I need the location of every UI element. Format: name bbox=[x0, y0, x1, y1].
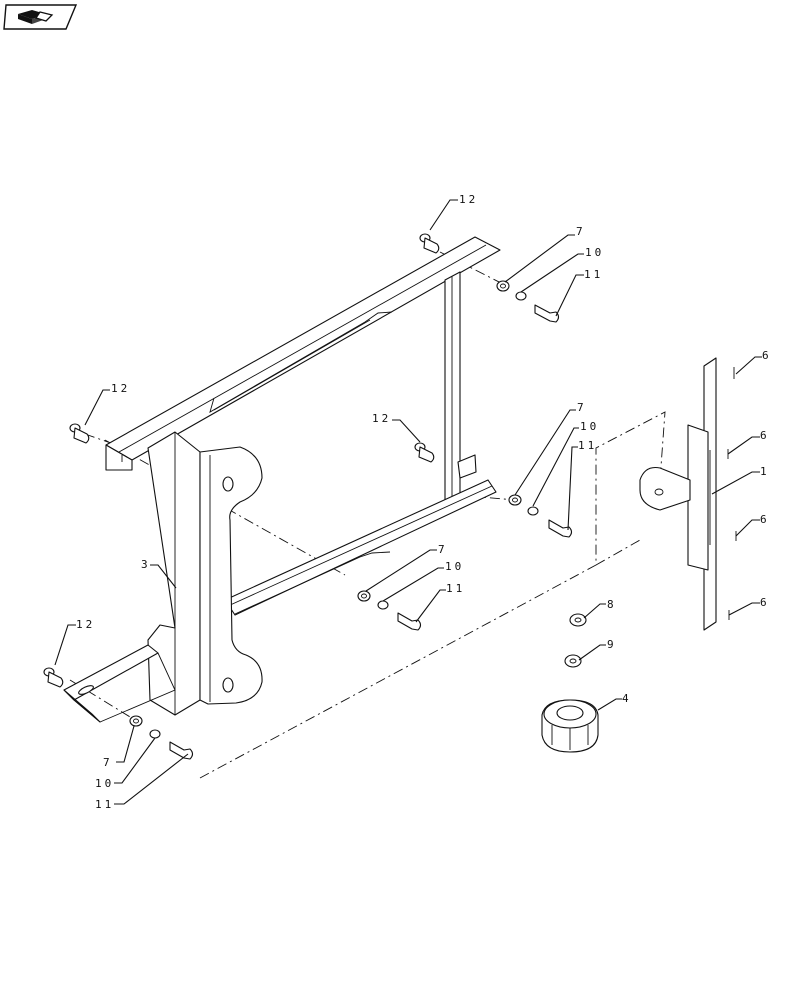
callout-1: 1 bbox=[760, 465, 770, 478]
mounting-plate bbox=[147, 431, 263, 716]
callout-10-top: 10 bbox=[585, 246, 604, 259]
leader-lines bbox=[54, 199, 762, 805]
hardware-set-mid bbox=[357, 590, 422, 631]
pin-12-left bbox=[69, 423, 90, 444]
foot-bracket bbox=[63, 644, 176, 723]
pin-12-top bbox=[419, 233, 440, 254]
callout-3: 3 bbox=[141, 558, 151, 571]
callout-9: 9 bbox=[607, 638, 617, 651]
display-plate-assembly bbox=[639, 357, 717, 631]
washer-8 bbox=[569, 613, 587, 627]
callout-11-mid: 11 bbox=[446, 582, 465, 595]
callout-12-bottom: 12 bbox=[76, 618, 95, 631]
callout-10-mid-right: 10 bbox=[580, 420, 599, 433]
washer-9 bbox=[564, 654, 582, 668]
callout-4: 4 bbox=[622, 692, 632, 705]
knob-4 bbox=[541, 699, 599, 753]
callout-labels: 12 7 10 11 12 12 7 10 11 3 7 10 11 12 7 … bbox=[76, 193, 772, 811]
callout-6-a: 6 bbox=[762, 349, 772, 362]
callout-7-top: 7 bbox=[576, 225, 586, 238]
callout-12-center: 12 bbox=[372, 412, 391, 425]
book-page-icon bbox=[18, 10, 54, 24]
callout-6-b: 6 bbox=[760, 429, 770, 442]
callout-6-c: 6 bbox=[760, 513, 770, 526]
hardware-set-mid-right bbox=[508, 494, 573, 538]
callout-7-mid-right: 7 bbox=[577, 401, 587, 414]
hardware-set-top bbox=[496, 280, 560, 323]
callout-12-left: 12 bbox=[111, 382, 130, 395]
vertical-post bbox=[444, 271, 461, 514]
callout-12-top: 12 bbox=[459, 193, 478, 206]
pin-12-bottom bbox=[43, 667, 64, 688]
screw-6-set bbox=[727, 367, 737, 620]
pin-12-center bbox=[414, 442, 435, 463]
callout-10-bottom: 10 bbox=[95, 777, 114, 790]
nav-badge[interactable] bbox=[3, 4, 78, 30]
callout-11-top: 11 bbox=[584, 268, 603, 281]
callout-7-mid: 7 bbox=[438, 543, 448, 556]
callout-8: 8 bbox=[607, 598, 617, 611]
hardware-set-bottom bbox=[129, 715, 194, 760]
upper-rail bbox=[105, 236, 501, 471]
callout-6-d: 6 bbox=[760, 596, 770, 609]
callout-11-bottom: 11 bbox=[95, 798, 114, 811]
callout-7-bottom: 7 bbox=[103, 756, 113, 769]
callout-11-mid-right: 11 bbox=[578, 439, 597, 452]
callout-10-mid: 10 bbox=[445, 560, 464, 573]
